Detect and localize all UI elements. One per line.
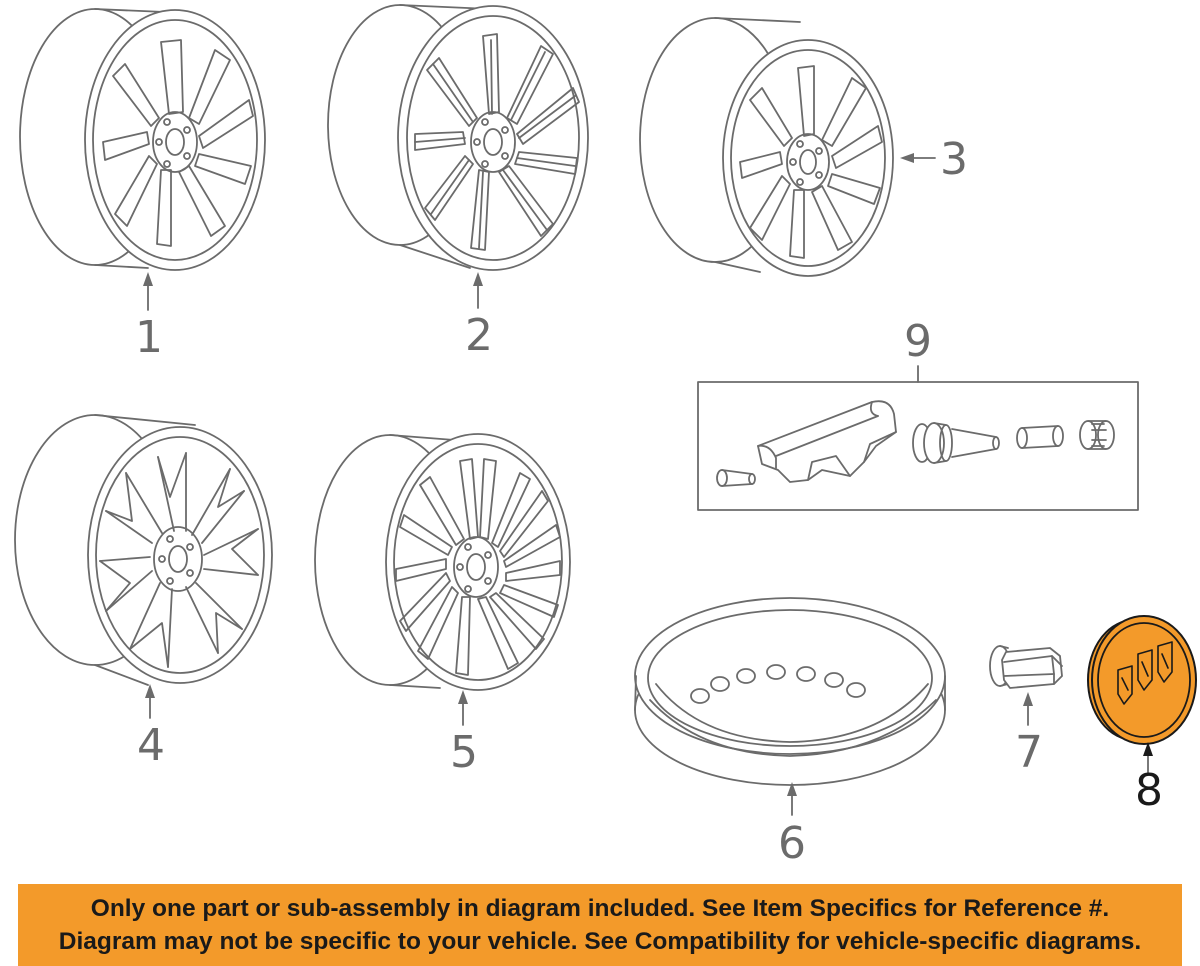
arrow-3 <box>900 153 914 163</box>
disclaimer-line-2: Diagram may not be specific to your vehi… <box>58 928 1142 955</box>
arrow-8 <box>1143 742 1153 756</box>
arrow-7 <box>1023 692 1033 706</box>
disclaimer-line-1: Only one part or sub-assembly in diagram… <box>90 895 1110 922</box>
arrow-4 <box>145 684 155 698</box>
sensor-screw <box>716 469 756 487</box>
wheel-2[interactable] <box>327 4 589 271</box>
wheel-4[interactable] <box>14 414 273 686</box>
arrow-5 <box>458 690 468 704</box>
lug-nut[interactable] <box>989 645 1063 689</box>
callout-6: 6 <box>778 818 806 869</box>
tri-shield-emblem-icon <box>1117 641 1173 705</box>
callout-3: 3 <box>940 134 968 185</box>
valve-core <box>1016 425 1064 449</box>
pressure-sensor <box>757 400 897 483</box>
valve-cap <box>1079 420 1115 450</box>
callout-8: 8 <box>1135 765 1163 816</box>
arrow-6 <box>787 782 797 796</box>
wheel-5[interactable] <box>314 433 571 691</box>
center-cap[interactable] <box>1087 615 1197 745</box>
callout-9: 9 <box>904 316 932 367</box>
wheel-1[interactable] <box>19 8 266 271</box>
tpms-sensor-kit[interactable] <box>697 381 1139 511</box>
wheel-3[interactable] <box>639 17 894 277</box>
callout-4: 4 <box>137 720 165 771</box>
arrow-1 <box>143 272 153 286</box>
valve-stem <box>912 422 1000 464</box>
callout-2: 2 <box>465 310 493 361</box>
spare-wheel[interactable] <box>634 597 946 786</box>
spare-wheel-holes <box>690 664 866 704</box>
callout-5: 5 <box>450 727 478 778</box>
disclaimer-banner: Only one part or sub-assembly in diagram… <box>18 884 1182 966</box>
callout-7: 7 <box>1015 727 1043 778</box>
arrow-2 <box>473 272 483 286</box>
callout-1: 1 <box>135 312 163 363</box>
